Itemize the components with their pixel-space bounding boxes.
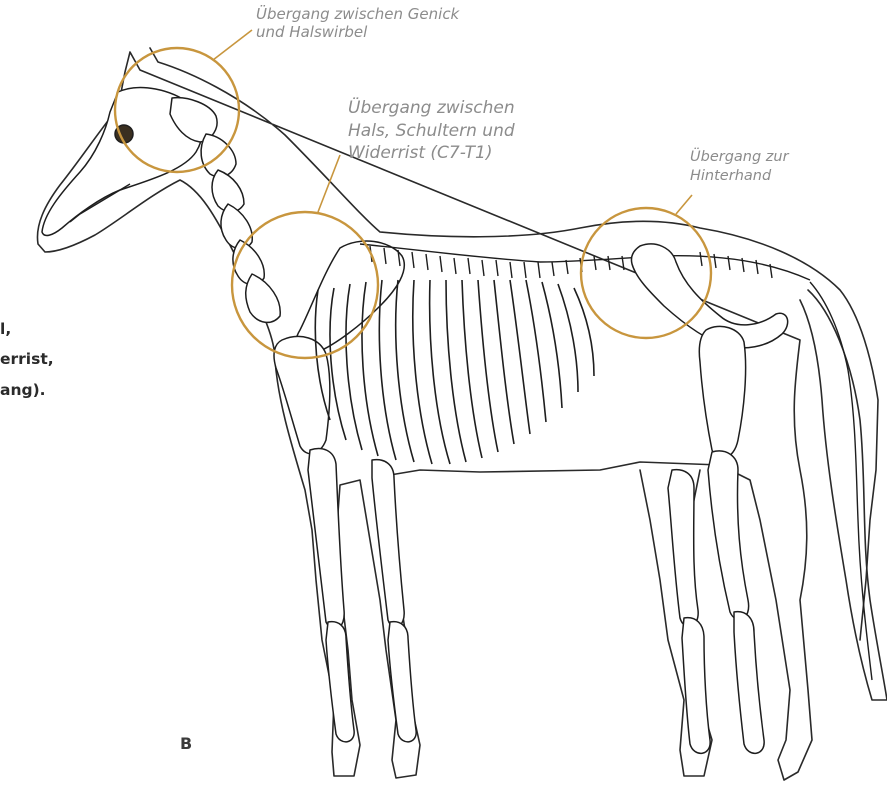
cervical-vertebrae <box>170 98 280 323</box>
leader-hals <box>318 155 340 212</box>
side-text-line-1: l, <box>0 322 11 338</box>
annotation-hinterhand-line-2: Hinterhand <box>690 167 789 186</box>
annotation-genick-line-1: Übergang zwischen Genick <box>256 5 459 23</box>
leader-genick <box>213 30 252 60</box>
annotation-hals-line-2: Hals, Schultern und <box>348 120 515 143</box>
side-text-line-3-content: ang). <box>0 381 46 399</box>
side-text-line-2: errist, <box>0 352 54 368</box>
annotation-hals-line-1: Übergang zwischen <box>348 97 515 120</box>
annotation-hinterhand-line-1: Übergang zur <box>690 148 789 167</box>
foreleg-far-radius <box>372 460 404 627</box>
leader-hinterhand <box>676 195 692 214</box>
hindleg-cannon <box>734 612 764 754</box>
annotation-genick-line-2: und Halswirbel <box>256 23 459 41</box>
hindleg-near-cannon <box>682 618 710 754</box>
scapula <box>296 241 404 353</box>
femur <box>699 326 745 458</box>
annotation-hals-schultern-widerrist: Übergang zwischen Hals, Schultern und Wi… <box>348 97 515 165</box>
side-text-line-2-content: errist, <box>0 350 54 368</box>
foreleg-far-cannon <box>388 622 416 742</box>
panel-letter: B <box>180 734 192 753</box>
annotation-hals-line-3: Widerrist (C7-T1) <box>348 142 515 165</box>
hindleg-near-tibia <box>668 470 698 627</box>
side-text-line-3: ang). <box>0 383 46 399</box>
annotation-hinterhand: Übergang zur Hinterhand <box>690 148 789 185</box>
annotation-genick-halswirbel: Übergang zwischen Genick und Halswirbel <box>256 5 459 42</box>
